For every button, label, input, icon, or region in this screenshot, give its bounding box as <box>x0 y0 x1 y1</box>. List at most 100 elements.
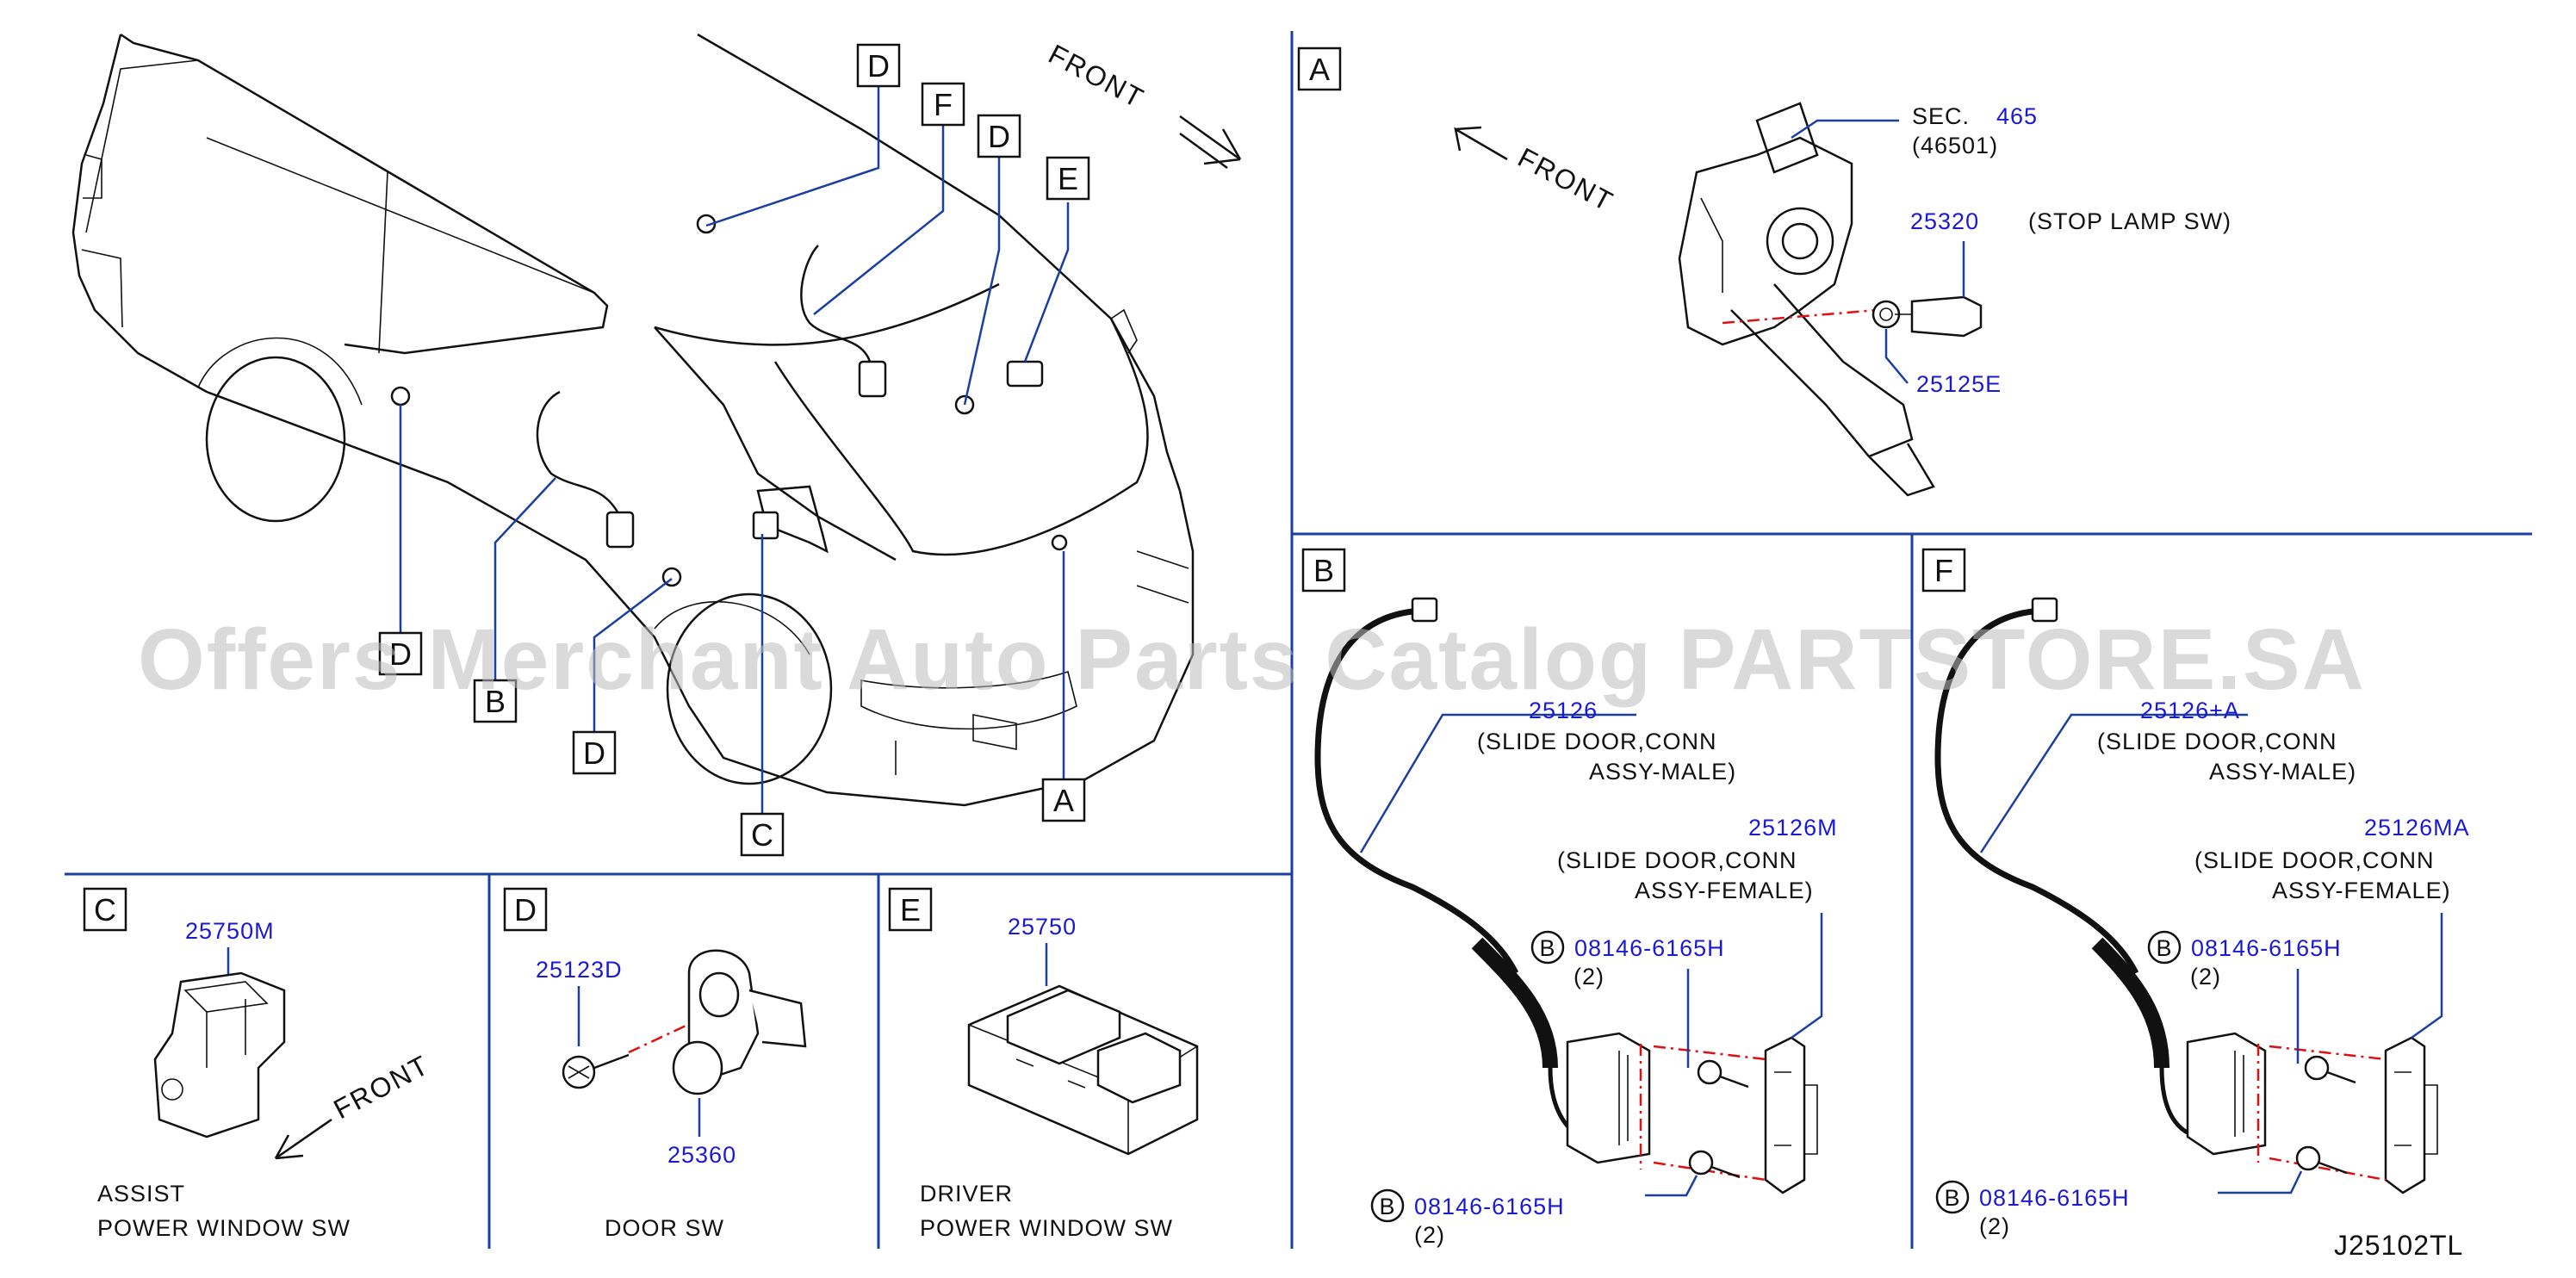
f-female-desc-1: (SLIDE DOOR,CONN <box>2194 847 2435 873</box>
svg-text:D: D <box>389 636 412 672</box>
pn-25126-a: 25126+A <box>2140 698 2240 723</box>
male-desc-1: (SLIDE DOOR,CONN <box>1477 729 1717 754</box>
callout-b: B <box>473 679 518 723</box>
svg-text:D: D <box>988 119 1010 154</box>
pn-25360: 25360 <box>667 1142 736 1168</box>
f-pn-08146-6165h-lower: 08146-6165H <box>1979 1185 2130 1211</box>
section-dividers <box>65 31 2532 1249</box>
bolt-mark-icon-lower <box>1370 1188 1405 1223</box>
view-b: B 25126 (SLIDE DOOR,CONN ASSY-MALE) 2512… <box>1301 548 1838 1248</box>
f-male-desc-2: ASSY-MALE) <box>2209 759 2356 785</box>
assist-window-switch <box>153 971 286 1138</box>
svg-text:D: D <box>583 735 605 771</box>
pn-25750: 25750 <box>1008 914 1077 940</box>
view-c-caption-1: ASSIST <box>97 1181 185 1207</box>
svg-text:B: B <box>1539 935 1555 961</box>
f-bolt-qty-lower: (2) <box>1979 1213 2010 1239</box>
connector-female-25126m <box>1764 1036 1806 1194</box>
svg-text:C: C <box>751 817 773 853</box>
female-desc-1: (SLIDE DOOR,CONN <box>1557 847 1797 873</box>
view-a-front-label: FRONT <box>1513 141 1619 217</box>
f-male-desc-1: (SLIDE DOOR,CONN <box>2097 729 2337 754</box>
female-desc-2: ASSY-FEMALE) <box>1635 878 1814 903</box>
callout-f: F <box>921 82 965 127</box>
stop-lamp-desc: (STOP LAMP SW) <box>2028 208 2231 234</box>
callout-c: C <box>740 812 785 857</box>
svg-text:B: B <box>2156 935 2172 961</box>
stop-lamp-switch <box>1910 295 1983 338</box>
vehicle-overview <box>71 33 1195 807</box>
svg-text:A: A <box>1053 783 1074 818</box>
callout-d-2: D <box>977 114 1021 158</box>
bolt-qty-lower: (2) <box>1414 1222 1445 1248</box>
bolt-icon-d <box>562 1053 630 1089</box>
view-c-front-arrow-icon <box>274 1118 332 1160</box>
connector-female-25126ma <box>2384 1036 2426 1194</box>
view-c-front-label: FRONT <box>328 1049 434 1125</box>
overview-callouts: D F D E D B D C A <box>378 43 1090 857</box>
pn-08146-6165h-lower: 08146-6165H <box>1414 1194 1565 1219</box>
diagram-code: J25102TL <box>2334 1230 2463 1261</box>
callout-d-rear: D <box>378 631 423 676</box>
view-c-caption-2: POWER WINDOW SW <box>97 1215 351 1241</box>
view-e: E 25750 DRIVER POWER WINDOW SW <box>888 887 1199 1241</box>
f-pn-08146-6165h-upper: 08146-6165H <box>2191 935 2342 961</box>
view-a-letter: A <box>1309 52 1330 87</box>
view-a: A FRONT SEC. 465 (46501) 25320 (STOP LAM… <box>1297 47 2231 497</box>
callout-d-3: D <box>572 730 617 775</box>
pn-25126ma: 25126MA <box>2364 815 2470 841</box>
pn-25126: 25126 <box>1529 698 1598 723</box>
bolt-mark-icon <box>1530 930 1565 965</box>
view-c-letter: C <box>94 892 116 927</box>
view-d-caption: DOOR SW <box>605 1215 724 1241</box>
view-d: D 25123D 25360 DOOR SW <box>503 887 807 1241</box>
connector-male-25126 <box>1566 1032 1651 1164</box>
pn-25320: 25320 <box>1910 208 1979 234</box>
svg-text:F: F <box>934 87 953 122</box>
f-bolt-mark-icon <box>2147 930 2182 965</box>
callout-e: E <box>1046 156 1090 201</box>
f-bolt-mark-icon-lower <box>1935 1180 1970 1214</box>
male-desc-2: ASSY-MALE) <box>1589 759 1736 785</box>
pn-25750m: 25750M <box>185 918 275 944</box>
view-b-letter: B <box>1313 553 1334 588</box>
sec-sub: (46501) <box>1912 133 1998 158</box>
pn-25126m: 25126M <box>1748 815 1838 841</box>
svg-text:B: B <box>485 684 506 719</box>
pn-25123d: 25123D <box>536 957 623 983</box>
svg-text:B: B <box>1379 1194 1395 1219</box>
front-arrow-icon <box>1179 115 1242 170</box>
view-e-caption-2: POWER WINDOW SW <box>920 1215 1173 1241</box>
view-e-caption-1: DRIVER <box>920 1181 1013 1207</box>
overview-leaders <box>399 86 1070 814</box>
bolt-icon-upper-f <box>2304 1055 2356 1084</box>
overview-front-indicator: FRONT <box>1044 38 1242 170</box>
bolt-icon-lower-f <box>2295 1145 2348 1175</box>
connector-male-25126a <box>2186 1032 2267 1156</box>
pn-08146-6165h-upper: 08146-6165H <box>1574 935 1725 961</box>
driver-window-switch <box>967 984 1199 1156</box>
view-e-letter: E <box>900 892 921 927</box>
bolt-icon-lower <box>1688 1150 1741 1179</box>
bolt-icon-upper <box>1697 1059 1749 1089</box>
front-label: FRONT <box>1044 38 1150 114</box>
watermark-text: Offers Merchant Auto Parts Catalog PARTS… <box>138 611 2366 708</box>
view-a-front-arrow-icon <box>1454 126 1508 161</box>
callout-d-top: D <box>856 43 901 88</box>
callout-a: A <box>1041 778 1086 822</box>
door-switch <box>672 949 807 1095</box>
svg-text:B: B <box>1944 1185 1960 1211</box>
svg-text:D: D <box>867 48 890 84</box>
pn-25125e: 25125E <box>1916 371 2002 397</box>
view-d-letter: D <box>514 892 537 927</box>
sec-label: SEC. <box>1912 103 1970 129</box>
view-c: C 25750M FRONT ASSIST POWER WINDOW SW <box>83 887 434 1241</box>
svg-text:E: E <box>1058 161 1078 196</box>
sec-number: 465 <box>1996 103 2038 129</box>
f-bolt-qty-upper: (2) <box>2190 964 2221 990</box>
f-female-desc-2: ASSY-FEMALE) <box>2272 878 2451 903</box>
view-f: F 25126+A (SLIDE DOOR,CONN ASSY-MALE) 25… <box>1921 548 2470 1261</box>
view-f-letter: F <box>1934 553 1953 588</box>
bolt-qty-upper: (2) <box>1574 964 1605 990</box>
